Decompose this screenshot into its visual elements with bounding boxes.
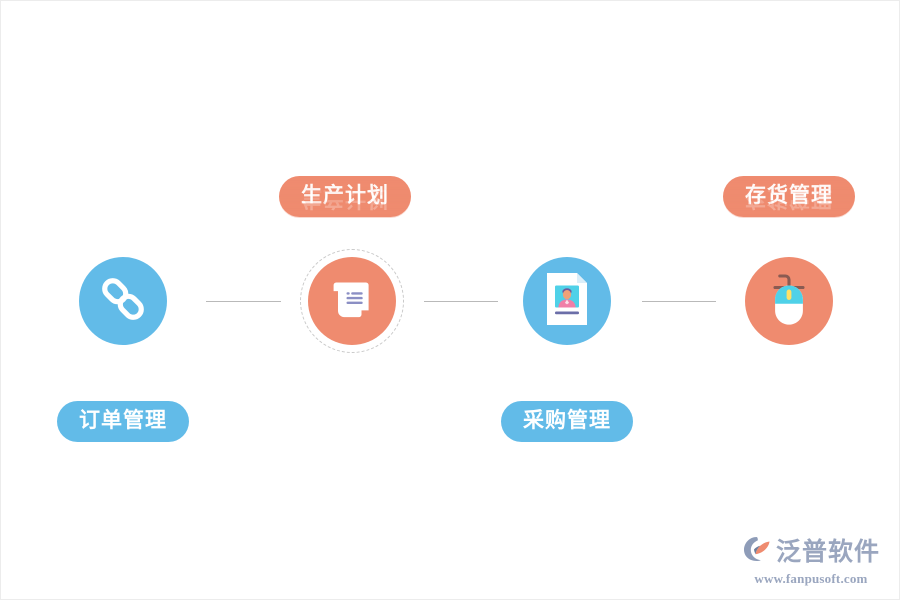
badge-production-plan[interactable]: 生产计划	[279, 176, 411, 217]
inventory-management-badge-wrap: 存货管理 存货管理	[689, 176, 889, 259]
connector-production-to-purchase	[424, 301, 498, 302]
badge-order-management[interactable]: 订单管理	[57, 401, 189, 442]
order-management-badge-wrap: 订单管理	[23, 401, 223, 442]
scroll-document-icon	[327, 274, 377, 329]
computer-mouse-icon	[766, 270, 812, 333]
watermark-brand-text: 泛普软件	[775, 537, 880, 566]
badge-inventory-management[interactable]: 存货管理	[723, 176, 855, 217]
badge-purchase-management[interactable]: 采购管理	[501, 401, 633, 442]
connector-order-to-production	[206, 301, 281, 302]
production-plan-badge-wrap: 生产计划 生产计划	[245, 176, 445, 259]
id-card-document-icon	[544, 271, 590, 332]
watermark-brand-row: 泛普软件	[741, 535, 881, 568]
inventory-management-icon-circle[interactable]	[745, 257, 833, 345]
order-management-icon-circle[interactable]	[79, 257, 167, 345]
production-plan-active-ring	[300, 249, 404, 353]
connector-purchase-to-inventory	[642, 301, 716, 302]
watermark-url: www.fanpusoft.com	[754, 571, 868, 586]
purchase-management-badge-wrap: 采购管理	[467, 401, 667, 442]
chain-link-icon	[97, 273, 149, 330]
fanpu-leaf-logo-icon	[742, 535, 772, 568]
purchase-management-icon-circle[interactable]	[523, 257, 611, 345]
watermark: 泛普软件 www.fanpusoft.com	[741, 535, 881, 587]
production-plan-icon-circle[interactable]	[308, 257, 396, 345]
